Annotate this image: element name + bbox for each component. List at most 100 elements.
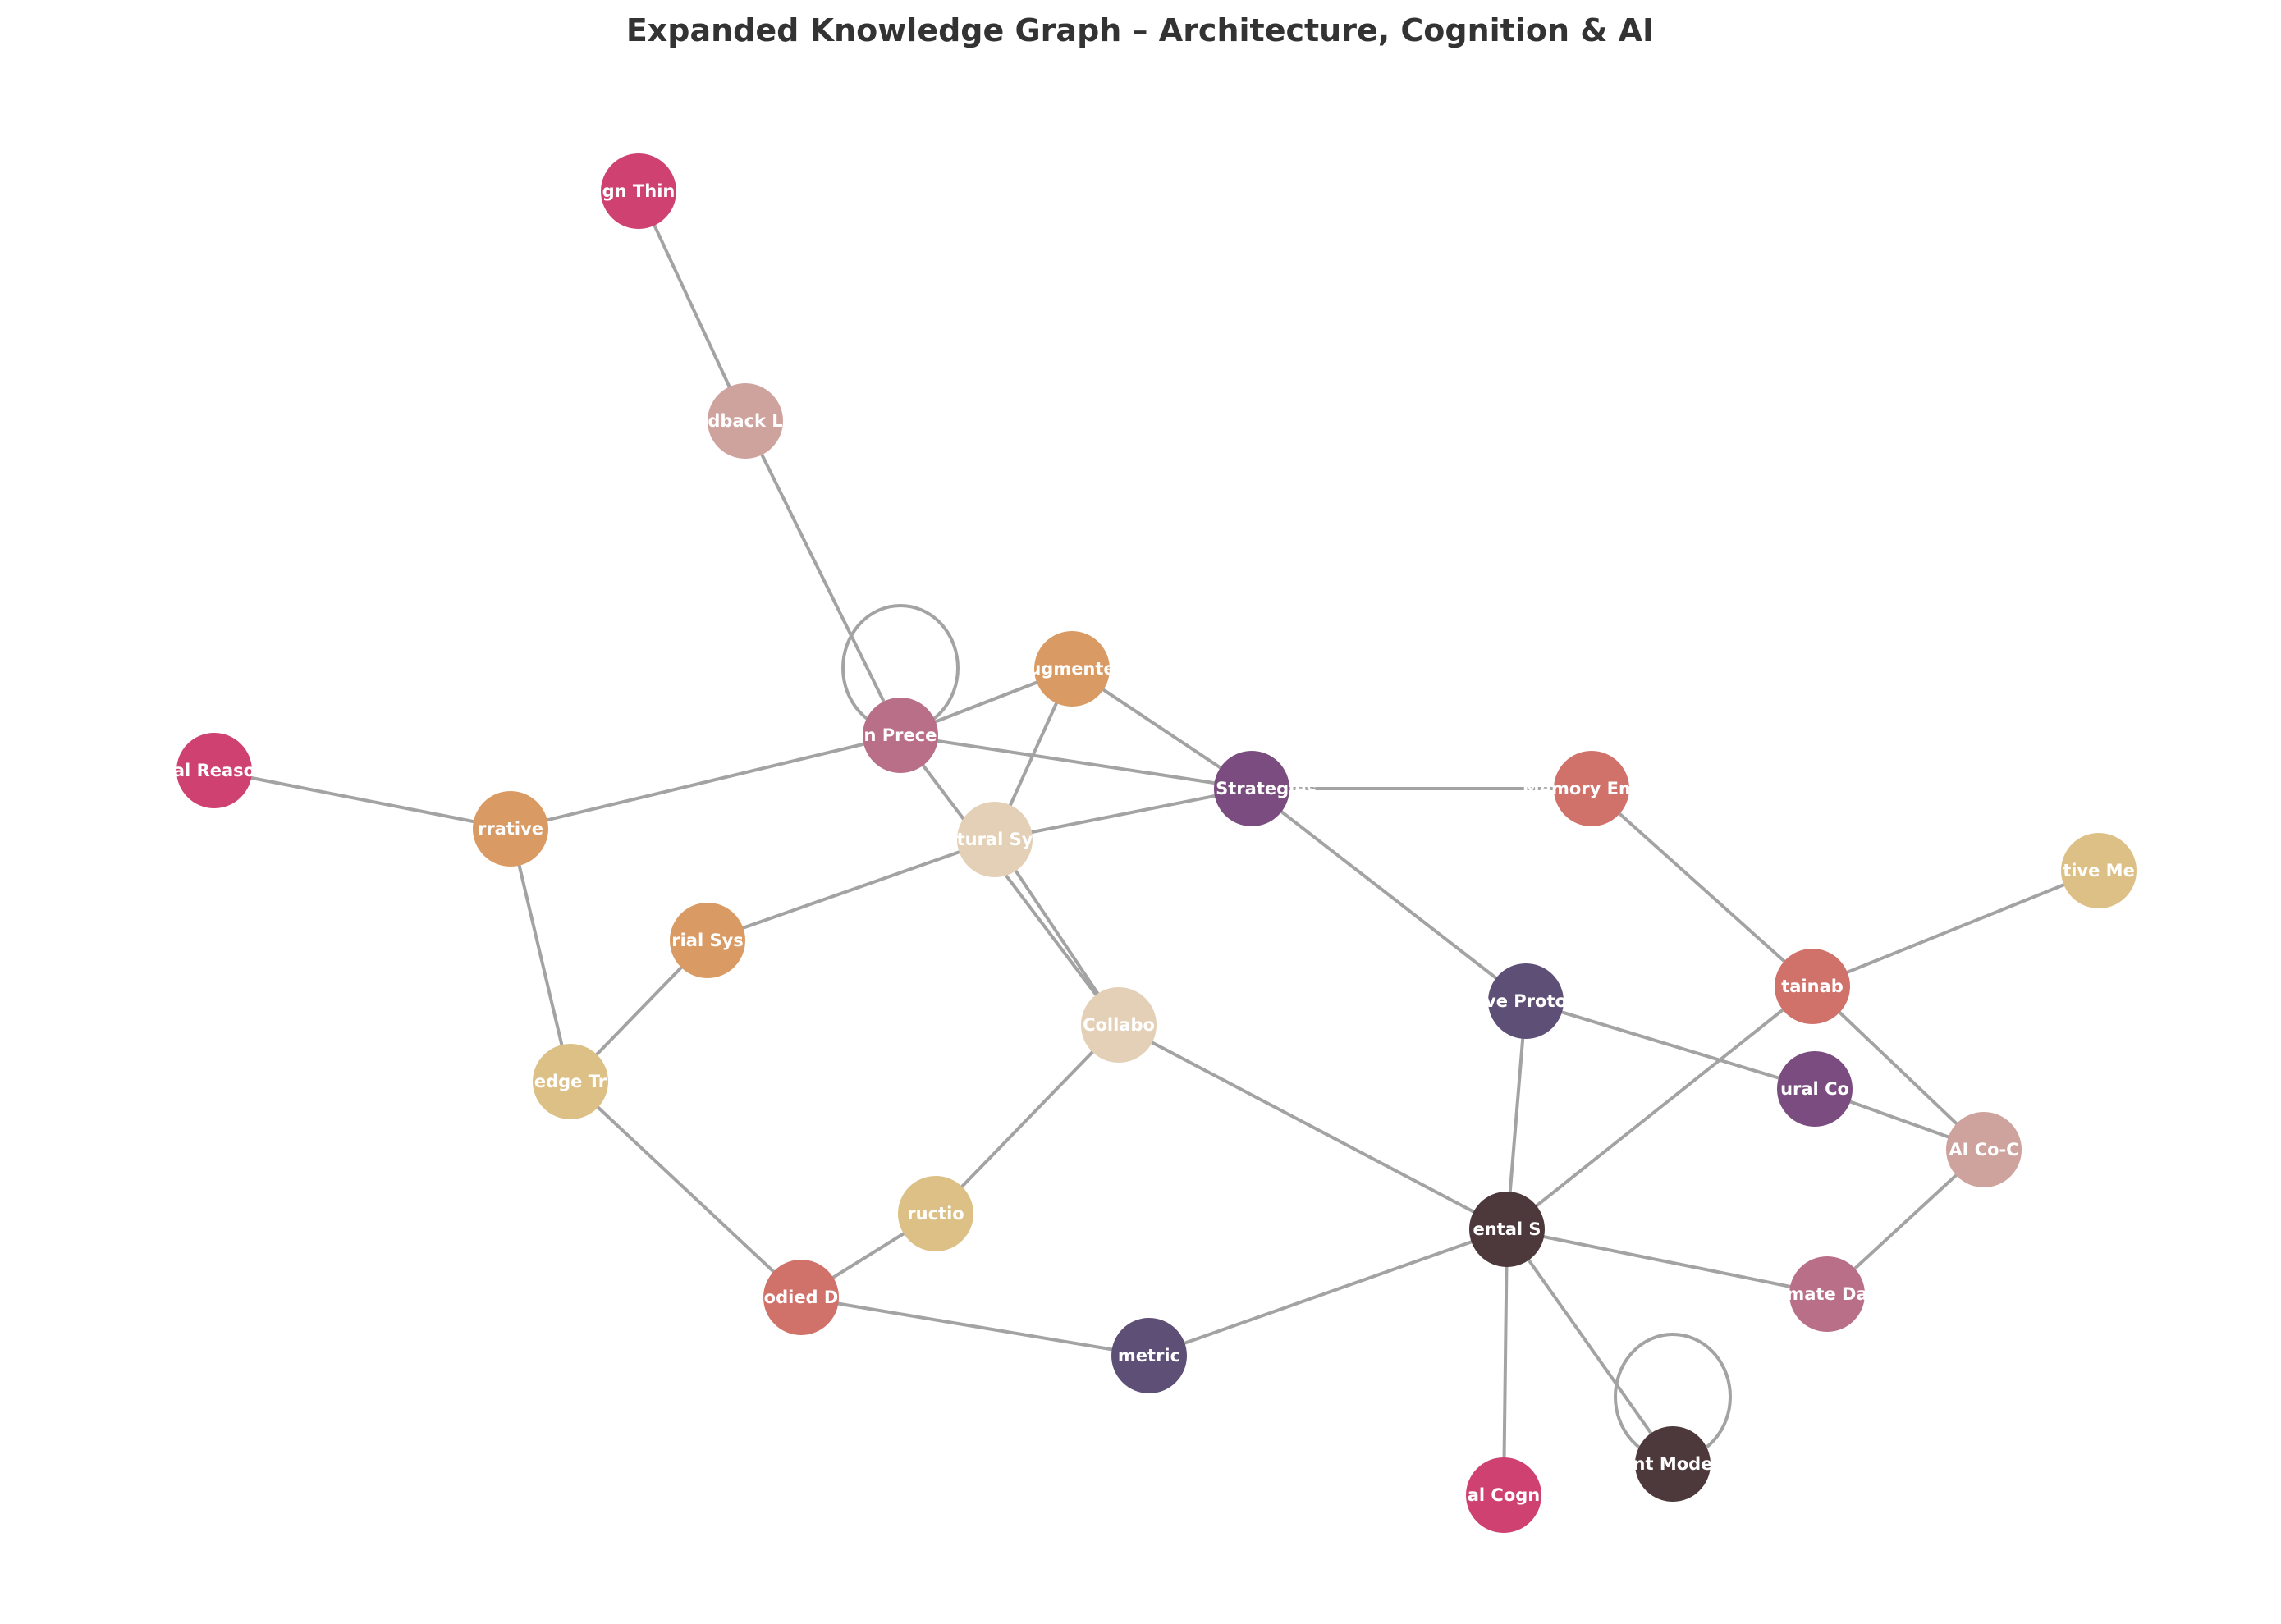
node-circle-adaptive <box>2061 833 2137 908</box>
node-circle-structural <box>957 802 1033 877</box>
node-label-spatial_reason: al Reaso <box>173 761 255 780</box>
node-circle-augmented <box>1034 631 1110 707</box>
edge-precedent-narrative <box>510 734 901 830</box>
node-label-cultural: ural Co <box>1780 1079 1849 1099</box>
node-label-structural: tural Sy <box>957 830 1033 849</box>
node-protocols: ve Proto <box>1485 963 1567 1039</box>
node-label-embodied: odied D <box>764 1288 839 1307</box>
node-label-feedback: dback L <box>708 411 782 431</box>
node-circle-design_thinking <box>601 153 676 229</box>
edge-design_thinking-feedback <box>637 190 747 422</box>
node-label-environmental: ental S <box>1473 1219 1541 1239</box>
node-circle-memory <box>1554 751 1629 826</box>
node-environmental: ental S <box>1469 1192 1545 1267</box>
node-narrative: rrative <box>473 791 548 867</box>
node-label-protocols: ve Proto <box>1485 991 1567 1011</box>
node-circle-sustainability <box>1775 949 1850 1024</box>
node-augmented: ugmente <box>1028 631 1115 707</box>
node-label-ai_co: AI Co-C <box>1949 1140 2018 1160</box>
node-structural: tural Sy <box>957 802 1033 877</box>
node-knowledge: edge Tr <box>533 1044 608 1119</box>
edge-structural-material <box>707 838 996 942</box>
node-circle-social_cog <box>1466 1457 1541 1533</box>
node-label-sustainability: tainab <box>1781 977 1844 996</box>
edge-environmental-climate <box>1506 1228 1828 1296</box>
node-circle-embodied <box>763 1260 839 1335</box>
node-label-knowledge: edge Tr <box>534 1072 607 1091</box>
node-circle-environmental <box>1469 1192 1545 1267</box>
node-label-design_thinking: gn Thin <box>602 181 676 201</box>
node-label-collab: Collabo <box>1083 1015 1155 1035</box>
node-circle-feedback <box>708 383 783 459</box>
node-feedback: dback L <box>708 383 783 459</box>
node-label-adaptive: tive Me <box>2063 861 2135 881</box>
node-circle-construction <box>898 1176 973 1251</box>
edge-protocols-cultural <box>1525 1000 1816 1091</box>
node-label-parametric: metric <box>1118 1346 1180 1366</box>
edge-memory-sustainability <box>1590 787 1814 988</box>
edge-feedback-precedent <box>744 420 902 736</box>
edge-sustainability-adaptive <box>1812 869 2100 988</box>
node-design_thinking: gn Thin <box>601 153 676 229</box>
node-circle-collab <box>1081 987 1157 1063</box>
node-ai_co: AI Co-C <box>1946 1112 2022 1187</box>
node-label-narrative: rrative <box>478 819 543 839</box>
edge-environmental-protocols <box>1505 1000 1528 1230</box>
node-circle-agent_model <box>1635 1426 1711 1502</box>
node-adaptive: tive Me <box>2061 833 2137 908</box>
edge-precedent-strategies <box>900 734 1253 790</box>
node-circle-material <box>670 903 745 978</box>
edge-environmental-sustainability <box>1505 985 1814 1231</box>
edge-spatial_reason-narrative <box>213 769 511 830</box>
node-circle-climate <box>1789 1256 1865 1332</box>
node-circle-narrative <box>473 791 548 867</box>
nodes-layer: gn Thin dback L n Prece ugmente ve Strategie… <box>173 153 2137 1533</box>
node-memory: Memory Embe <box>1523 751 1660 826</box>
node-circle-spatial_reason <box>176 733 252 808</box>
edge-knowledge-embodied <box>569 1080 803 1299</box>
node-label-precedent: n Prece <box>864 725 937 745</box>
node-strategies: ve Strategies <box>1187 751 1317 826</box>
edge-strategies-protocols <box>1250 787 1528 1003</box>
node-label-social_cog: al Cogn <box>1468 1485 1541 1505</box>
node-circle-ai_co <box>1946 1112 2022 1187</box>
node-circle-cultural <box>1777 1051 1853 1127</box>
node-spatial_reason: al Reaso <box>173 733 255 808</box>
node-agent_model: nt Mode <box>1633 1426 1713 1502</box>
node-label-strategies: ve Strategies <box>1187 779 1317 798</box>
node-label-material: rial Sys <box>671 931 744 950</box>
node-precedent: n Prece <box>863 698 938 773</box>
node-collab: Collabo <box>1081 987 1157 1063</box>
node-material: rial Sys <box>670 903 745 978</box>
graph-title: Expanded Knowledge Graph – Architecture,… <box>626 12 1654 48</box>
edge-environmental-social_cog <box>1502 1228 1509 1496</box>
node-climate: mate Da <box>1786 1256 1868 1332</box>
node-cultural: ural Co <box>1777 1051 1853 1127</box>
edge-narrative-knowledge <box>509 828 572 1082</box>
node-circle-parametric <box>1111 1318 1187 1393</box>
edges-layer <box>213 190 2100 1496</box>
node-circle-protocols <box>1488 963 1564 1039</box>
node-circle-knowledge <box>533 1044 608 1119</box>
node-label-construction: ructio <box>907 1204 964 1224</box>
node-circle-strategies <box>1214 751 1289 826</box>
edge-collab-environmental <box>1118 1023 1508 1231</box>
edge-precedent-collab <box>899 734 1120 1027</box>
node-label-augmented: ugmente <box>1028 659 1115 679</box>
node-social_cog: al Cogn <box>1466 1457 1541 1533</box>
edge-environmental-agent_model <box>1505 1228 1674 1466</box>
node-sustainability: tainab <box>1775 949 1850 1024</box>
edge-sustainability-ai_co <box>1811 985 1986 1151</box>
node-parametric: metric <box>1111 1318 1187 1393</box>
edge-collab-construction <box>934 1023 1120 1215</box>
node-label-climate: mate Da <box>1786 1284 1867 1304</box>
node-construction: ructio <box>898 1176 973 1251</box>
node-embodied: odied D <box>763 1260 839 1335</box>
node-label-agent_model: nt Mode <box>1633 1454 1713 1474</box>
edge-strategies-structural <box>994 787 1253 841</box>
edge-parametric-environmental <box>1148 1228 1508 1357</box>
node-label-memory: Memory Embe <box>1523 779 1660 798</box>
edge-embodied-parametric <box>800 1296 1150 1357</box>
node-circle-precedent <box>863 698 938 773</box>
